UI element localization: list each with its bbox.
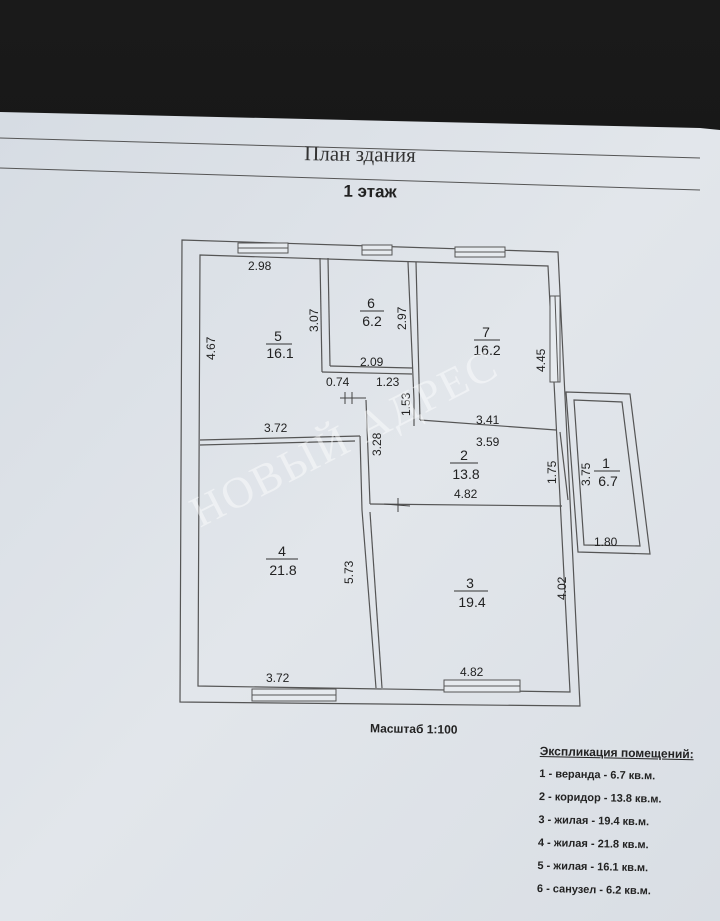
watermark-text: НОВЫЙ АДРЕС <box>182 340 506 537</box>
wall-7-2 <box>419 419 557 431</box>
room-3-area: 19.4 <box>458 594 485 610</box>
wall-5-6 <box>319 257 323 373</box>
wall-2-3 <box>369 503 563 507</box>
room-4-area: 21.8 <box>269 562 296 578</box>
dim-label: 3.75 <box>579 462 593 486</box>
wall-5-4 <box>199 435 361 441</box>
dim-label: 2.98 <box>248 259 272 273</box>
dim-label: 1.75 <box>545 460 559 484</box>
dim-label: 4.45 <box>534 348 548 372</box>
room-6-number: 6 <box>367 295 375 311</box>
legend-item: 6 - санузел - 6.2 кв.м. <box>536 882 652 898</box>
room-5-area: 16.1 <box>266 345 293 361</box>
dim-label: 3.59 <box>476 435 500 449</box>
wall-4-2 <box>359 435 363 511</box>
room-5-number: 5 <box>274 328 282 344</box>
dim-label: 3.72 <box>266 671 290 685</box>
dim-label: 4.82 <box>454 487 478 501</box>
dim-label: 3.28 <box>370 432 384 456</box>
wall-6-7 <box>407 261 415 401</box>
veranda-outline <box>565 391 651 555</box>
room-3-number: 3 <box>466 575 474 591</box>
dim-label: 4.02 <box>555 576 569 600</box>
room-4-number: 4 <box>278 543 286 559</box>
dim-label: 2.09 <box>360 355 384 369</box>
scale-label: Масштаб 1:100 <box>369 721 458 737</box>
wall-6-bottom <box>329 365 413 369</box>
outer-wall-inner <box>197 254 571 693</box>
dim-label: 1.23 <box>376 375 400 389</box>
dim-label: 3.72 <box>264 421 288 435</box>
room-7-area: 16.2 <box>473 342 500 358</box>
room-1-area: 6.7 <box>598 473 618 489</box>
room-7-number: 7 <box>482 324 490 340</box>
room-2-area: 13.8 <box>452 466 479 482</box>
legend-title: Экспликация помещений: <box>539 744 694 762</box>
dim-label: 3.07 <box>307 308 321 332</box>
wall-4-3 <box>361 509 377 689</box>
veranda-inner <box>573 399 641 547</box>
dim-label: 1.80 <box>594 535 618 549</box>
dim-label: 5.73 <box>342 560 356 584</box>
outer-wall-outer <box>179 239 581 707</box>
door-mark-2 <box>383 503 411 507</box>
dim-label: 4.82 <box>460 665 484 679</box>
dim-label: 1.53 <box>399 392 413 416</box>
dim-label: 0.74 <box>326 375 350 389</box>
dim-label: 4.67 <box>204 336 218 360</box>
room-6-area: 6.2 <box>362 313 382 329</box>
wall-2-veranda <box>559 431 569 501</box>
room-2-number: 2 <box>460 447 468 463</box>
rooms-legend: Экспликация помещений: 1 - веранда - 6.7… <box>537 744 720 910</box>
room-1-number: 1 <box>602 455 610 471</box>
dim-label: 3.41 <box>476 413 500 427</box>
dim-label: 2.97 <box>395 306 409 330</box>
